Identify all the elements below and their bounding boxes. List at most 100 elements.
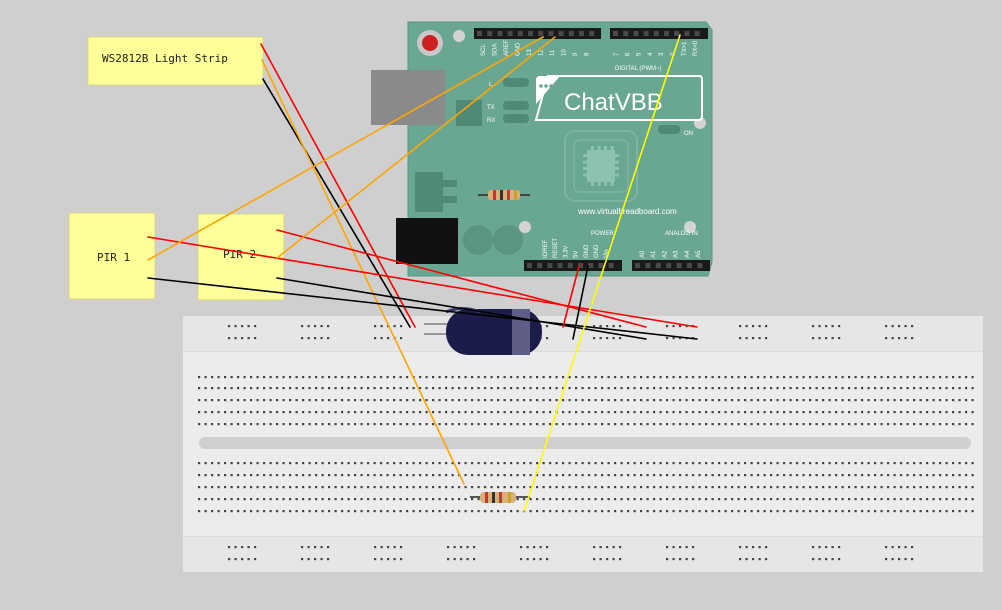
breadboard-hole[interactable] [588,423,591,426]
breadboard-hole[interactable] [620,486,623,489]
breadboard-hole[interactable] [412,399,415,402]
breadboard-hole[interactable] [295,462,298,465]
breadboard-hole[interactable] [250,510,253,513]
breadboard-hole[interactable] [301,546,304,549]
breadboard-hole[interactable] [724,399,727,402]
breadboard-hole[interactable] [204,376,207,379]
breadboard-hole[interactable] [269,462,272,465]
breadboard-hole[interactable] [672,325,675,328]
breadboard-hole[interactable] [763,411,766,414]
breadboard-hole[interactable] [588,387,591,390]
breadboard-hole[interactable] [705,498,708,501]
breadboard-hole[interactable] [198,474,201,477]
breadboard-hole[interactable] [243,474,246,477]
breadboard-hole[interactable] [705,399,708,402]
breadboard-hole[interactable] [581,399,584,402]
breadboard-hole[interactable] [679,486,682,489]
breadboard-hole[interactable] [367,423,370,426]
breadboard-hole[interactable] [945,486,948,489]
breadboard-hole[interactable] [633,474,636,477]
breadboard-hole[interactable] [373,399,376,402]
breadboard-hole[interactable] [526,558,529,561]
breadboard-hole[interactable] [841,474,844,477]
wire-ledstrip-gnd[interactable] [262,78,411,328]
breadboard-hole[interactable] [763,510,766,513]
breadboard-hole[interactable] [320,546,323,549]
breadboard-hole[interactable] [536,474,539,477]
breadboard-hole[interactable] [438,498,441,501]
breadboard-hole[interactable] [241,546,244,549]
breadboard-hole[interactable] [770,474,773,477]
breadboard-hole[interactable] [666,510,669,513]
breadboard-hole[interactable] [419,498,422,501]
breadboard-hole[interactable] [685,399,688,402]
breadboard-hole[interactable] [477,486,480,489]
breadboard-hole[interactable] [334,462,337,465]
breadboard-hole[interactable] [776,462,779,465]
breadboard-hole[interactable] [380,546,383,549]
breadboard-hole[interactable] [510,399,513,402]
header-pin[interactable] [613,31,618,36]
breadboard-hole[interactable] [393,411,396,414]
breadboard-hole[interactable] [320,558,323,561]
breadboard-hole[interactable] [939,498,942,501]
breadboard-hole[interactable] [393,510,396,513]
breadboard-hole[interactable] [243,423,246,426]
breadboard-hole[interactable] [679,558,682,561]
breadboard-hole[interactable] [601,399,604,402]
breadboard-hole[interactable] [679,510,682,513]
breadboard-hole[interactable] [965,376,968,379]
breadboard-hole[interactable] [308,423,311,426]
breadboard-hole[interactable] [825,558,828,561]
breadboard-hole[interactable] [789,376,792,379]
breadboard-hole[interactable] [386,474,389,477]
breadboard-hole[interactable] [360,399,363,402]
breadboard-hole[interactable] [599,546,602,549]
breadboard-hole[interactable] [750,376,753,379]
breadboard-hole[interactable] [328,387,331,390]
breadboard-hole[interactable] [523,462,526,465]
breadboard-hole[interactable] [341,423,344,426]
breadboard-hole[interactable] [520,546,523,549]
breadboard-hole[interactable] [250,462,253,465]
breadboard-hole[interactable] [562,462,565,465]
breadboard-hole[interactable] [425,510,428,513]
breadboard-hole[interactable] [841,462,844,465]
breadboard-hole[interactable] [744,498,747,501]
breadboard-hole[interactable] [230,486,233,489]
header-pin[interactable] [653,31,659,36]
breadboard-hole[interactable] [588,486,591,489]
breadboard-hole[interactable] [516,510,519,513]
breadboard-hole[interactable] [302,474,305,477]
breadboard-hole[interactable] [510,462,513,465]
breadboard-hole[interactable] [399,411,402,414]
breadboard-hole[interactable] [484,462,487,465]
breadboard-hole[interactable] [360,474,363,477]
breadboard-hole[interactable] [952,474,955,477]
breadboard-hole[interactable] [750,411,753,414]
breadboard-hole[interactable] [562,498,565,501]
breadboard-hole[interactable] [666,558,669,561]
breadboard-hole[interactable] [529,399,532,402]
breadboard-hole[interactable] [373,462,376,465]
header-pin[interactable] [684,31,690,36]
breadboard-hole[interactable] [607,376,610,379]
breadboard-hole[interactable] [516,399,519,402]
breadboard-hole[interactable] [256,510,259,513]
breadboard-hole[interactable] [588,510,591,513]
breadboard-hole[interactable] [945,498,948,501]
breadboard-hole[interactable] [307,337,310,340]
breadboard-hole[interactable] [932,423,935,426]
breadboard-hole[interactable] [913,423,916,426]
header-pin[interactable] [528,31,533,36]
breadboard-hole[interactable] [295,411,298,414]
breadboard-hole[interactable] [952,399,955,402]
breadboard-hole[interactable] [269,399,272,402]
breadboard-hole[interactable] [471,498,474,501]
breadboard-hole[interactable] [497,510,500,513]
breadboard-hole[interactable] [744,376,747,379]
breadboard-hole[interactable] [555,423,558,426]
breadboard-hole[interactable] [451,387,454,390]
breadboard-hole[interactable] [646,399,649,402]
breadboard-hole[interactable] [653,462,656,465]
